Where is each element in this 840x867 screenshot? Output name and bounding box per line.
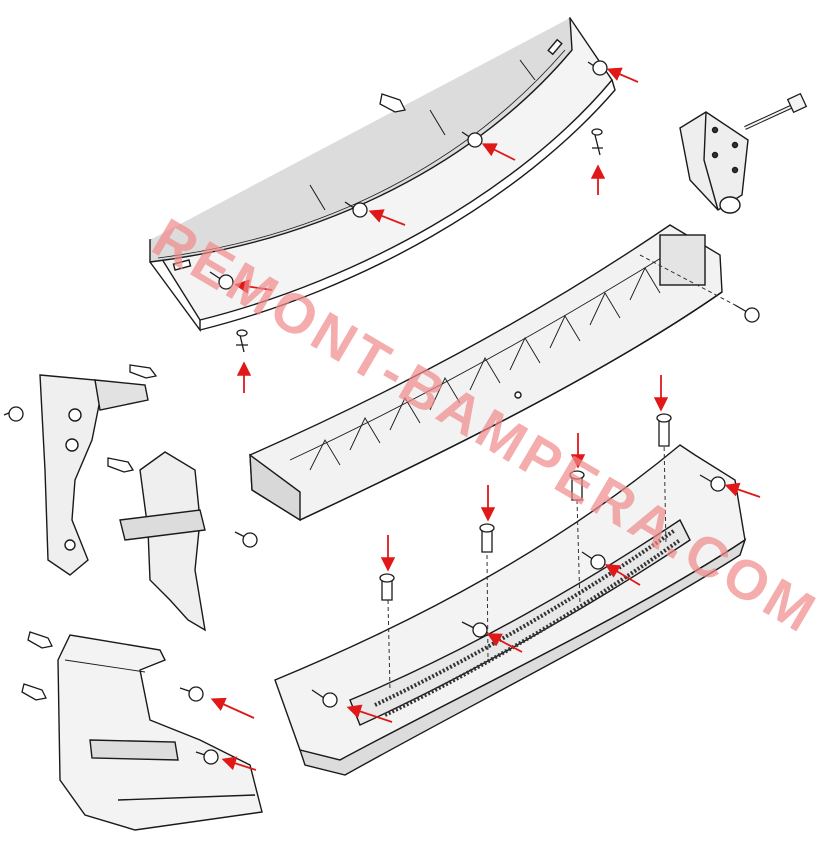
arrow-icon [606,67,639,83]
push-clip-icon [129,364,158,379]
arrow-icon [724,482,761,498]
screws [3,60,760,765]
screw-icon [581,551,606,570]
bumper-corner-cover [57,634,263,831]
arrow-icon [234,279,273,294]
screw-icon [461,131,483,148]
left-upper-bracket [39,374,149,576]
push-clip-icon [479,523,495,553]
push-clip-icon [236,329,248,353]
arrow-icon [210,697,255,719]
push-clips [21,93,672,701]
push-clip-icon [569,470,585,501]
screw-icon [587,60,608,76]
screw-icon [234,531,258,548]
screw-icon [209,271,234,290]
screw-icon [195,749,219,765]
screw-icon [311,689,338,708]
push-clip-icon [27,631,53,649]
side-bracket [679,111,749,214]
bracket-bolt [744,92,808,130]
arrow-icon [481,143,516,161]
red-arrows [210,67,761,771]
arrow-icon [221,756,257,771]
screw-icon [3,406,24,422]
push-clip-icon [591,128,603,156]
arrow-icon [346,704,393,723]
arrow-icon [486,633,523,653]
arrow-icon [604,564,641,586]
screw-icon [734,304,760,323]
alignment-lines [387,254,736,691]
upper-bumper-reinforcement [148,16,616,333]
left-lower-bracket [119,451,206,632]
screw-icon [179,686,204,702]
arrow-icon [368,209,406,226]
push-clip-icon [379,573,395,601]
screw-icon [344,201,368,218]
bumper-absorber-bracket [249,224,723,522]
push-clip-icon [656,413,672,447]
push-clip-icon [107,457,135,473]
screw-icon [461,621,488,638]
push-clip-icon [379,93,406,113]
push-clip-icon [21,683,47,701]
